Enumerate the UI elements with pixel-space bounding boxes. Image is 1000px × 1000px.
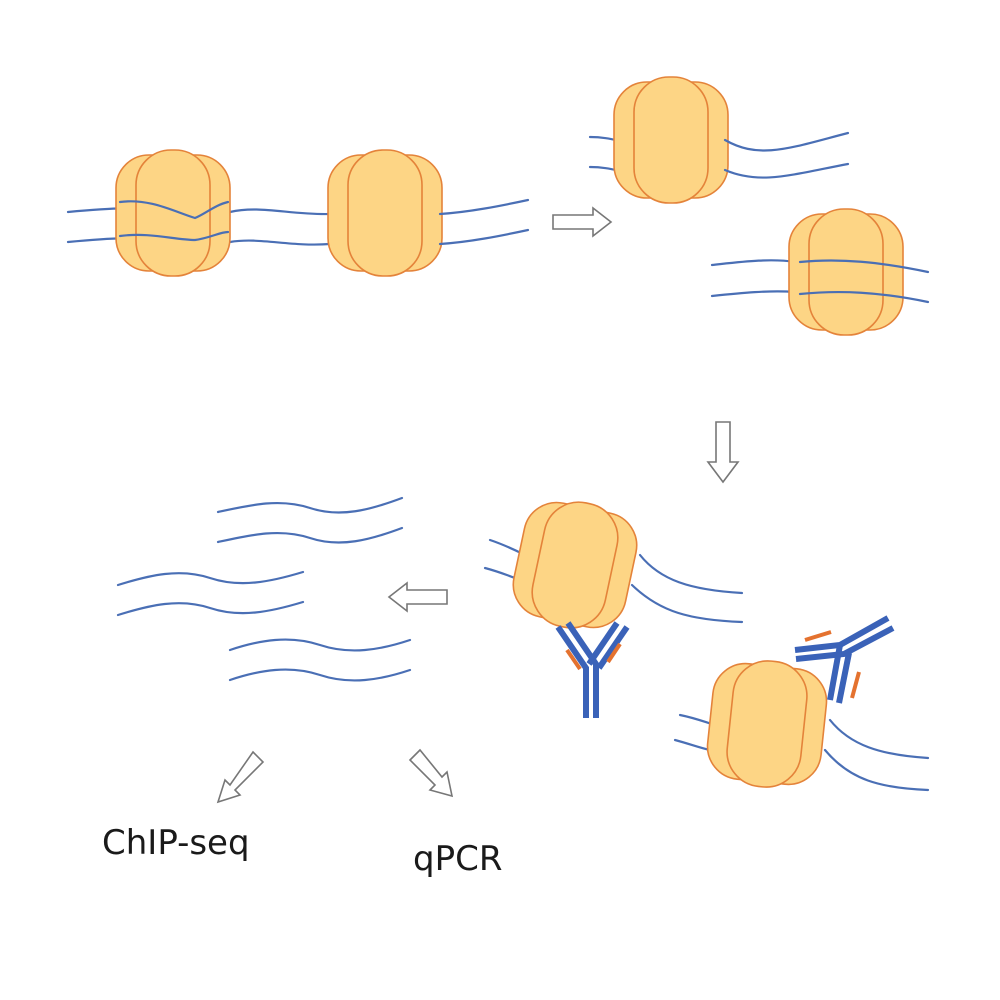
dna-strand: [116, 600, 305, 617]
arrow-down-right-icon: [408, 748, 454, 798]
antibody-icon: [794, 615, 895, 704]
dna-strand: [216, 526, 404, 544]
arrow-down-left-icon: [216, 750, 265, 804]
arrow-left-icon: [387, 581, 448, 613]
purified-dna-fragment-3: [228, 638, 412, 682]
dna-strand: [723, 162, 850, 179]
nucleosome-icon: [613, 76, 729, 204]
dna-strand: [216, 496, 404, 514]
dna-strand: [723, 131, 850, 152]
dna-strand: [828, 718, 930, 760]
dna-strand: [710, 259, 797, 267]
dna-strand: [710, 290, 797, 298]
nucleosome-icon: [702, 654, 832, 794]
chipseq-label: ChIP-seq: [102, 823, 250, 863]
arrow-down-icon: [706, 421, 740, 484]
dna-strand: [118, 200, 230, 220]
purified-dna-fragment-2: [116, 570, 305, 617]
immunoprecipitation-complex-2: [673, 615, 930, 794]
nucleosome-icon: [327, 149, 443, 277]
dna-strand: [798, 290, 930, 304]
arrow-right-icon: [552, 206, 613, 238]
chromatin-fragment-2: [710, 208, 930, 336]
dna-strand: [638, 553, 744, 595]
dna-strand: [673, 738, 712, 752]
nucleosome-icon: [115, 149, 231, 277]
antibody-icon: [555, 621, 630, 718]
chromatin-intact: [66, 149, 530, 277]
dna-strand: [116, 570, 305, 587]
dna-strand: [228, 638, 412, 652]
dna-strand: [228, 668, 412, 682]
immunoprecipitation-complex-1: [483, 490, 744, 718]
dna-strand: [798, 259, 930, 274]
nucleosome-icon: [788, 208, 904, 336]
purified-dna-fragment-1: [216, 496, 404, 544]
nucleosome-icon: [505, 490, 645, 640]
dna-strand: [118, 230, 230, 242]
dna-strand: [630, 583, 744, 624]
dna-strand: [823, 748, 930, 792]
dna-strand: [438, 228, 530, 246]
chromatin-fragment-1: [588, 76, 850, 204]
qpcr-label: qPCR: [413, 839, 503, 879]
dna-strand: [438, 198, 530, 216]
